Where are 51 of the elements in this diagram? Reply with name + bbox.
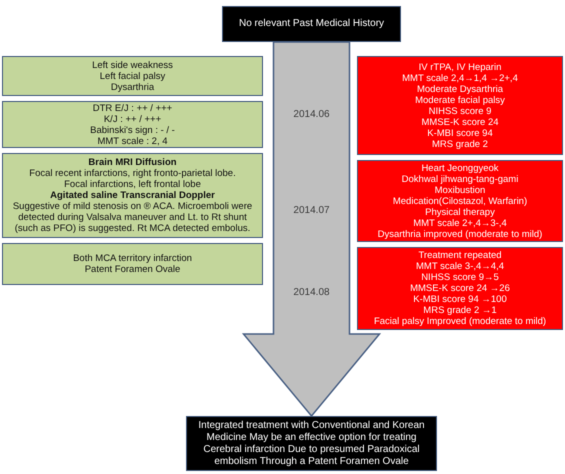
date-label: 2014.08 (293, 287, 330, 299)
treatment-text: Dysarthria improved (moderate to mild) (378, 228, 542, 240)
treatment-box (357, 160, 563, 242)
finding-text: Both MCA territory infarction (73, 253, 192, 264)
treatment-text: Facial palsy Improved (moderate to mild) (374, 316, 546, 327)
finding-box (2, 101, 263, 148)
treatment-text: MMSE-K score 24 (421, 116, 499, 128)
finding-text: Dysarthria (110, 82, 154, 92)
finding-text: Patent Foramen Ovale (84, 264, 180, 275)
finding-text: K/J : ++ / +++ (104, 114, 162, 124)
finding-text: Focal recent infarctions, right fronto-parietal lobe. (29, 168, 236, 179)
treatment-text: Dokhwal jihwang-tang-gami (402, 174, 518, 184)
treatment-text: MRS grade 2 (432, 138, 488, 150)
treatment-text: IV rTPA, IV Heparin (418, 62, 502, 72)
treatment-text: NIHSS score 9→5 (421, 272, 499, 283)
date-label: 2014.06 (293, 109, 330, 121)
treatment-text: MMT scale 2,4→1,4 →2+,4 (402, 72, 518, 84)
conclusion-box (186, 416, 437, 471)
finding-text: MMT scale : 2, 4 (97, 136, 168, 146)
treatment-text: K-MBI score 94 (427, 128, 493, 138)
conclusion-text: Integrated treatment with Conventional and Korean Medicine May be an effective option for treating Cerebral infarction Due to presumed Paradoxical embolism Through a Patent Foramen Ovale (197, 420, 426, 468)
treatment-text: Medication(Cilostazol, Warfarin) (392, 196, 528, 206)
treatment-text: Treatment repeated (418, 250, 502, 261)
treatment-box (357, 247, 563, 330)
treatment-box (357, 56, 563, 155)
finding-box (2, 243, 263, 285)
treatment-text: Physical therapy (425, 206, 495, 218)
treatment-text: MMT scale 2+,4→3-,4 (413, 218, 507, 228)
finding-text: Focal infarctions, left frontal lobe (64, 179, 201, 190)
finding-text: Suggestive of mild stenosis on ® ACA. Microemboli were detected during Valsalva maneuver and Lt. to Rt shunt (such as PFO) is suggested. Rt MCA detected embolus. (12, 201, 254, 234)
treatment-text: MRS grade 2 →1 (423, 305, 497, 316)
treatment-text: Heart Jeonggyeok (421, 162, 499, 174)
finding-text: Babinski's sign : - / - (90, 124, 175, 136)
date-label: 2014.07 (293, 205, 330, 217)
finding-text: DTR E/J : ++ / +++ (92, 102, 172, 114)
history-box (222, 6, 401, 42)
treatment-text: K-MBI score 94 →100 (413, 294, 507, 305)
finding-box (2, 153, 263, 238)
treatment-text: Moderate facial palsy (415, 94, 505, 106)
section-heading: Brain MRI Diffusion (88, 157, 177, 168)
treatment-text: Moxibustion (434, 184, 486, 196)
finding-box (2, 56, 263, 96)
treatment-text: MMSE-K score 24 →26 (410, 283, 510, 294)
treatment-text: NIHSS score 9 (428, 106, 492, 116)
treatment-text: Moderate Dysarthria (416, 84, 504, 94)
finding-text: Left side weakness (92, 60, 173, 70)
history-text: No relevant Past Medical History (238, 18, 384, 30)
section-heading: Agitated saline Transcranial Doppler (50, 190, 215, 201)
treatment-text: MMT scale 3-,4→4,4 (416, 261, 504, 272)
timeline-arrow (242, 41, 382, 418)
finding-text: Left facial palsy (100, 70, 166, 82)
